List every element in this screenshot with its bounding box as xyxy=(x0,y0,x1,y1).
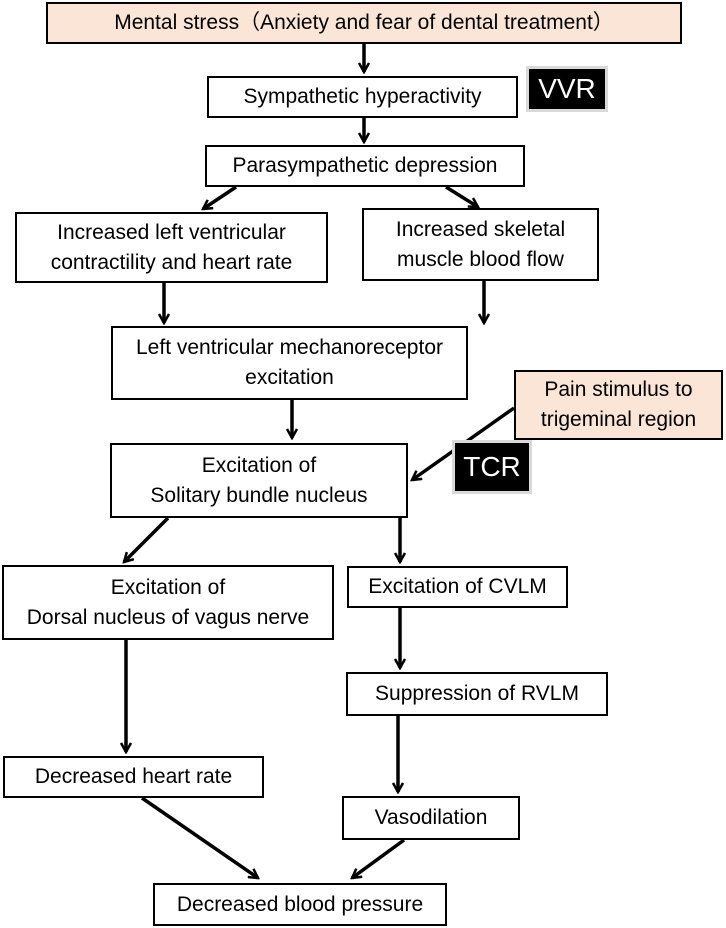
cvlm-node: Excitation of CVLM xyxy=(347,566,568,608)
arrow-heart-rate-to-blood-pressure xyxy=(141,796,258,878)
arrow-parasympathetic-to-lv-contractility xyxy=(203,185,237,211)
lv-mechanoreceptor-node: Left ventricular mechanoreceptor excitat… xyxy=(111,326,468,400)
vvr-tag: VVR xyxy=(526,66,608,112)
heart-rate-node: Decreased heart rate xyxy=(3,756,264,798)
cvlm-label: Excitation of CVLM xyxy=(368,575,547,598)
arrow-vasodilation-to-blood-pressure xyxy=(352,838,406,878)
heart-rate-label: Decreased heart rate xyxy=(34,765,233,788)
dorsal-vagus-line-1: Excitation of xyxy=(110,575,226,599)
solitary-nucleus-node: Excitation of Solitary bundle nucleus xyxy=(110,443,408,518)
lv-contractility-line-2: contractility and heart rate xyxy=(50,250,293,274)
rvlm-label: Suppression of RVLM xyxy=(375,682,579,705)
skeletal-flow-node: Increased skeletal muscle blood flow xyxy=(362,208,599,281)
pain-stimulus-line-1: Pain stimulus to xyxy=(544,378,693,401)
blood-pressure-label: Decreased blood pressure xyxy=(176,892,424,916)
arrow-parasympathetic-to-skeletal-flow xyxy=(445,185,478,209)
skeletal-flow-line-2: muscle blood flow xyxy=(397,247,564,271)
pain-stimulus-node: Pain stimulus to trigeminal region xyxy=(514,370,723,440)
lv-contractility-line-1: Increased left ventricular xyxy=(57,220,286,244)
vasodilation-node: Vasodilation xyxy=(342,796,520,840)
vvr-label: VVR xyxy=(538,73,596,104)
mental-stress-node: Mental stress（Anxiety and fear of dental… xyxy=(46,2,682,44)
lv-mechanoreceptor-line-2: excitation xyxy=(245,366,334,389)
solitary-nucleus-line-1: Excitation of xyxy=(201,453,317,477)
tcr-label: TCR xyxy=(463,451,521,482)
mental-stress-label: Mental stress（Anxiety and fear of dental… xyxy=(114,11,614,34)
tcr-tag: TCR xyxy=(452,440,532,494)
skeletal-flow-line-1: Increased skeletal xyxy=(395,217,566,241)
arrow-solitary-nucleus-to-dorsal-vagus xyxy=(124,516,170,562)
sympathetic-node: Sympathetic hyperactivity xyxy=(207,76,518,118)
dorsal-vagus-line-2: Dorsal nucleus of vagus nerve xyxy=(26,605,310,629)
rvlm-node: Suppression of RVLM xyxy=(346,672,608,716)
lv-mechanoreceptor-line-1: Left ventricular mechanoreceptor xyxy=(136,336,443,359)
vasodilation-label: Vasodilation xyxy=(374,806,488,829)
lv-contractility-node: Increased left ventricular contractility… xyxy=(15,212,328,283)
parasympathetic-label: Parasympathetic depression xyxy=(232,154,498,177)
sympathetic-label: Sympathetic hyperactivity xyxy=(243,85,482,108)
blood-pressure-node: Decreased blood pressure xyxy=(153,883,447,926)
solitary-nucleus-line-2: Solitary bundle nucleus xyxy=(150,483,368,507)
pain-stimulus-line-2: trigeminal region xyxy=(540,408,697,431)
dorsal-vagus-node: Excitation of Dorsal nucleus of vagus ne… xyxy=(2,565,334,640)
parasympathetic-node: Parasympathetic depression xyxy=(205,145,525,187)
